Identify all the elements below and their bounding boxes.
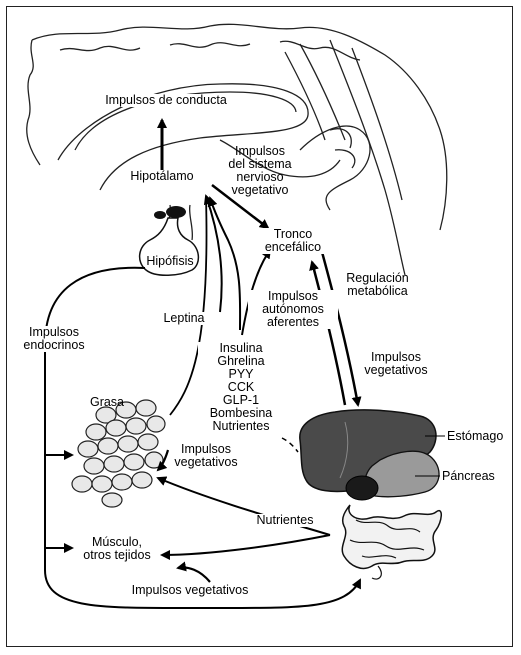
dashed-connector xyxy=(281,437,299,453)
label-regulacion-metabolica: Regulación metabólica xyxy=(346,271,409,298)
label-senales-lista: Insulina Ghrelina PYY CCK GLP-1 Bombesin… xyxy=(198,342,284,433)
arrow-grasa-leptina xyxy=(169,197,208,416)
label-impulsos-vegetativos-abajo: Impulsos vegetativos xyxy=(131,583,249,597)
label-impulsos-autonomos: Impulsos autónomos aferentes xyxy=(248,290,338,329)
label-impulsos-endocrinos: Impulsos endocrinos xyxy=(14,326,94,352)
arrow-afferentes-tronco xyxy=(241,248,272,336)
arrow-nutrientes-grasa xyxy=(156,476,331,536)
figure-frame xyxy=(6,6,513,647)
label-nutrientes: Nutrientes xyxy=(250,514,320,527)
label-musculo-otros-tejidos: Músculo, otros tejidos xyxy=(83,535,151,562)
liver-stomach-intestine-icon xyxy=(299,409,442,580)
label-impulsos-vegetativos-grasa: Impulsos vegetativos xyxy=(174,442,238,469)
label-impulsos-conducta: Impulsos de conducta xyxy=(86,94,246,107)
label-impulsos-vegetativos-derecha: Impulsos vegetativos xyxy=(364,350,428,377)
pituitary-icon xyxy=(138,217,200,276)
label-hipotalamo: Hipotálamo xyxy=(122,170,202,183)
hypothalamus-icon xyxy=(154,206,186,219)
label-tronco-encefalico: Tronco encefálico xyxy=(258,228,328,254)
label-hipofisis: Hipófisis xyxy=(146,254,194,268)
arrow-nutrientes-musculo xyxy=(160,534,331,560)
arrow-vegetativos-musculo xyxy=(176,561,211,583)
arrow-senales-hipotalamo xyxy=(207,196,242,331)
label-grasa: Grasa xyxy=(89,395,125,409)
arrow-leptina-hipotalamo xyxy=(203,194,223,313)
arrow-endocrinos-loop xyxy=(44,266,361,610)
brain-icon xyxy=(26,23,448,276)
arrow-tronco-visceras xyxy=(320,251,362,407)
label-pancreas: Páncreas xyxy=(442,469,495,483)
arrow-hipotalamo-tronco xyxy=(211,184,270,230)
arrows xyxy=(44,118,445,610)
fat-cells-icon xyxy=(71,399,166,508)
label-impulsos-snv: Impulsos del sistema nervioso vegetativo xyxy=(228,144,292,197)
label-estomago: Estómago xyxy=(447,429,504,443)
label-leptina: Leptina xyxy=(154,312,214,325)
arrow-vegetativos-grasa xyxy=(156,449,170,472)
